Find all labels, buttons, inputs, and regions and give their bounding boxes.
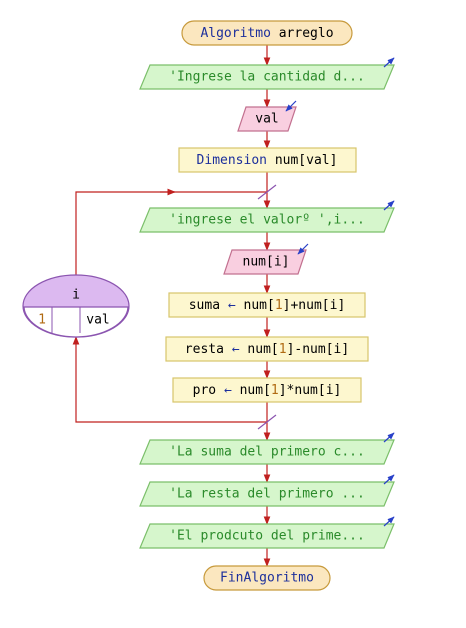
connectors: [72, 45, 271, 567]
output-text: 'La resta del primero ...: [169, 487, 365, 502]
input-arrow-icon: [297, 243, 309, 255]
output-arrow-icon: [383, 200, 395, 211]
output-arrow-icon: [383, 516, 395, 527]
loop-from: 1: [38, 313, 46, 328]
output-resta[interactable]: 'La resta del primero ...: [139, 474, 395, 507]
svg-text:suma ← num[1]+num[i]: suma ← num[1]+num[i]: [189, 298, 346, 313]
input-read-val[interactable]: val: [237, 100, 297, 132]
svg-text:Dimension num[val]: Dimension num[val]: [197, 153, 338, 168]
dimension-target: num[val]: [275, 153, 338, 168]
svg-text:pro ← num[1]*num[i]: pro ← num[1]*num[i]: [193, 383, 342, 398]
svg-text:Algoritmo arreglo: Algoritmo arreglo: [200, 26, 333, 41]
end-terminal[interactable]: FinAlgoritmo: [203, 565, 331, 591]
output-arrow-icon: [383, 432, 395, 443]
process-dimension[interactable]: Dimension num[val]: [178, 147, 357, 173]
read-var: num[i]: [243, 255, 290, 270]
output-producto[interactable]: 'El prodcuto del prime...: [139, 516, 395, 549]
output-text: 'El prodcuto del prime...: [169, 529, 365, 544]
input-read-num[interactable]: num[i]: [223, 243, 309, 275]
output-text: 'Ingrese la cantidad d...: [169, 70, 365, 85]
process-assign-suma[interactable]: suma ← num[1]+num[i]: [168, 292, 366, 318]
output-arrow-icon: [383, 57, 395, 68]
output-arrow-icon: [383, 474, 395, 485]
output-prompt-quantity[interactable]: 'Ingrese la cantidad d...: [139, 57, 395, 90]
dimension-keyword: Dimension: [197, 153, 267, 168]
svg-text:resta ← num[1]-num[i]: resta ← num[1]-num[i]: [185, 342, 349, 357]
end-keyword: FinAlgoritmo: [220, 571, 314, 586]
output-text: 'ingrese el valorº ',i...: [169, 213, 365, 228]
start-terminal[interactable]: Algoritmo arreglo: [181, 20, 353, 46]
algorithm-name: arreglo: [279, 26, 334, 41]
output-text: 'La suma del primero c...: [169, 445, 365, 460]
loop-exit-tick: [257, 414, 277, 430]
start-keyword: Algoritmo: [200, 26, 270, 41]
input-arrow-icon: [285, 100, 297, 112]
loop-to: val: [86, 313, 109, 328]
process-assign-pro[interactable]: pro ← num[1]*num[i]: [172, 377, 362, 403]
process-assign-resta[interactable]: resta ← num[1]-num[i]: [165, 336, 369, 362]
loop-entry-tick: [257, 184, 277, 200]
loop-var: i: [72, 288, 80, 303]
output-prompt-value[interactable]: 'ingrese el valorº ',i...: [139, 200, 395, 233]
loop-for[interactable]: i 1 val: [22, 274, 130, 338]
read-var: val: [255, 112, 278, 127]
output-suma[interactable]: 'La suma del primero c...: [139, 432, 395, 465]
